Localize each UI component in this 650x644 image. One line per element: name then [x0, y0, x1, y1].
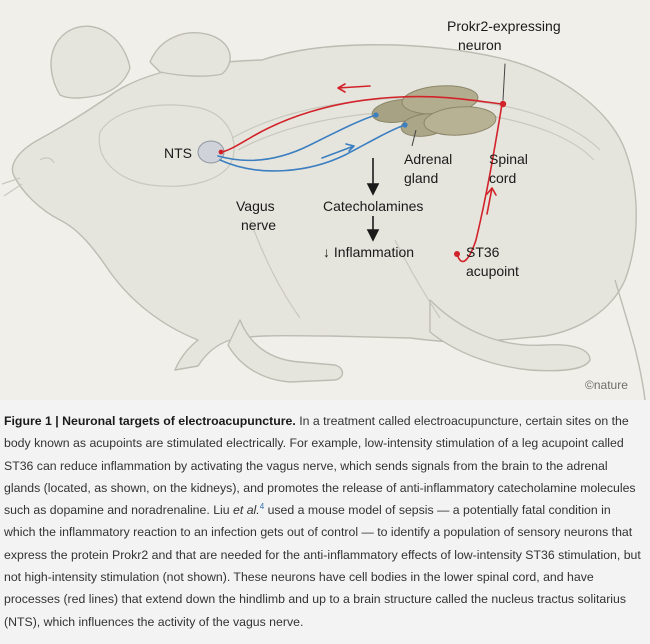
label-vagus-line2: nerve	[241, 217, 276, 233]
vagus-terminal-front	[402, 122, 408, 128]
mouse-hind-leg	[429, 299, 591, 372]
label-prokr2-line1: Prokr2-expressing	[447, 18, 561, 34]
mouse-front-leg	[227, 319, 344, 383]
vagus-nerve-upper	[217, 114, 377, 162]
rib-line-2	[394, 239, 441, 319]
prokr2-cell-body	[499, 100, 507, 108]
rib-line-1	[249, 219, 301, 319]
mouse-ear-right	[149, 32, 231, 77]
prokr2-process-to-nts	[221, 95, 503, 153]
label-catecholamines: Catecholamines	[323, 198, 423, 214]
arrowhead-inflammation	[366, 229, 380, 242]
caption-part2: used a mouse model of sepsis — a potenti…	[4, 503, 641, 629]
brain-outline	[98, 104, 235, 187]
label-vagus-line1: Vagus	[236, 198, 275, 214]
mouse-ear-left	[50, 25, 131, 99]
label-nts: NTS	[164, 145, 192, 161]
adrenal-glands	[371, 85, 497, 137]
label-st36-line1: ST36	[466, 244, 500, 260]
caption-part1: In a treatment called electroacupuncture…	[4, 414, 636, 518]
whiskers	[1, 177, 23, 197]
mouse-tail	[614, 279, 646, 400]
label-adrenal-line1: Adrenal	[404, 151, 452, 167]
figure-caption: Figure 1 | Neuronal targets of electroac…	[0, 400, 650, 644]
vagus-nerve-lower	[219, 124, 406, 172]
kidney-front	[423, 106, 497, 136]
pathway-arrows	[366, 158, 380, 242]
prokr2-pointer-line	[502, 63, 506, 101]
adrenal-pointer-line	[411, 129, 417, 147]
label-st36-line2: acupoint	[466, 263, 519, 279]
nature-credit: ©nature	[585, 378, 628, 392]
caption-text: Figure 1 | Neuronal targets of electroac…	[4, 410, 644, 633]
caption-etal: et al.	[233, 503, 260, 518]
prokr2-process-to-st36	[456, 103, 503, 263]
prokr2-neuron-paths	[221, 63, 506, 263]
label-adrenal-line2: gland	[404, 170, 438, 186]
label-inflammation: ↓ Inflammation	[323, 244, 414, 260]
caption-title: Figure 1 | Neuronal targets of electroac…	[4, 414, 296, 428]
vagus-arrow	[321, 143, 355, 159]
st36-acupoint-dot	[454, 251, 460, 257]
reference-link[interactable]: 4	[259, 502, 265, 512]
label-spinal-line2: cord	[489, 170, 516, 186]
label-spinal-line1: Spinal	[489, 151, 528, 167]
diagram-figure: Prokr2-expressing neuron NTS Adrenal gla…	[0, 0, 650, 400]
vagus-terminal-back	[373, 112, 379, 118]
vagus-nerve-paths	[217, 112, 408, 172]
label-prokr2-line2: neuron	[458, 37, 502, 53]
nts-neuron-terminal	[218, 149, 224, 155]
arrowhead-catecholamines	[366, 183, 380, 196]
eye	[39, 157, 55, 164]
mouse-anatomy-diagram: Prokr2-expressing neuron NTS Adrenal gla…	[1, 18, 646, 400]
prokr2-leg-arrow	[486, 187, 497, 215]
prokr2-upward-arrow	[337, 83, 371, 93]
